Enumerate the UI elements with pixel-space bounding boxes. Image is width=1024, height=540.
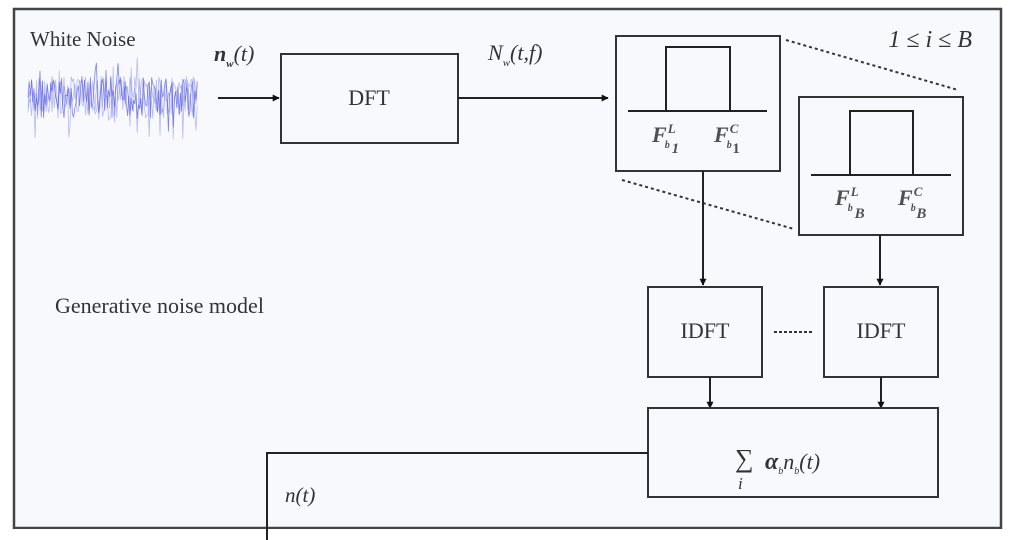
sum-sigma: ∑	[735, 444, 754, 473]
filter-last-low-base: F	[834, 185, 850, 210]
filter-block-first	[615, 35, 781, 172]
filter-passband-first	[665, 46, 731, 110]
filter-last-center-sup: C	[914, 184, 923, 199]
signal-nw-sub: w	[226, 58, 234, 70]
filter-last-center-idx: B	[915, 206, 926, 222]
filter-block-last	[798, 96, 964, 236]
sum-alpha-sub: b	[778, 466, 783, 477]
signal-nw-base: n	[214, 41, 226, 66]
signal-Nw-args: (t,f)	[510, 40, 542, 65]
filter-last-low-idx: B	[854, 206, 865, 222]
sum-args: (t)	[799, 449, 820, 474]
model-title: Generative noise model	[55, 293, 264, 318]
filter-first-center-base: F	[713, 122, 729, 147]
waveform-trace	[27, 66, 198, 139]
signal-Nw-label: Nw(t,f)	[487, 40, 542, 69]
sum-n: n	[783, 449, 794, 474]
sum-n-sub: b	[794, 466, 799, 477]
filter-first-low-sub: b	[665, 140, 670, 151]
page-strip	[0, 529, 1024, 540]
filter-passband-last	[849, 110, 914, 175]
idft-block-last	[823, 286, 939, 378]
idft-block-first	[647, 286, 763, 378]
signal-Nw-base: N	[487, 40, 504, 65]
waveform-trace	[27, 62, 198, 132]
waveform-trace	[27, 57, 198, 140]
filter-first-center-sup: C	[730, 121, 739, 136]
filter-first-low-sup: L	[667, 121, 676, 136]
filter-first-low-cutoff: FbL 1	[651, 121, 679, 157]
filter-first-low-idx: 1	[672, 141, 680, 157]
signal-nw-args: (t)	[234, 41, 255, 66]
signal-Nw-sub: w	[503, 57, 511, 69]
output-signal-line	[266, 452, 648, 540]
sum-block	[647, 407, 939, 498]
output-signal-label: n(t)	[285, 483, 315, 507]
filter-last-center-sub: b	[911, 203, 916, 214]
filter-first-center-freq: FbC 1	[713, 121, 740, 157]
sum-alpha: α	[765, 449, 779, 475]
idft-last-label: IDFT	[857, 318, 906, 343]
dft-label: DFT	[348, 85, 390, 110]
filter-last-low-sup: L	[850, 184, 859, 199]
filter-last-low-sub: b	[848, 203, 853, 214]
idft-first-label: IDFT	[681, 318, 730, 343]
sum-expression: αbnb(t)	[765, 449, 820, 477]
waveform-icon	[27, 57, 198, 140]
filter-first-low-base: F	[651, 122, 667, 147]
sum-index: i	[738, 474, 743, 493]
band-range-label: 1 ≤ i ≤ B	[888, 27, 972, 53]
filter-last-center-base: F	[897, 185, 913, 210]
white-noise-label: White Noise	[30, 27, 136, 51]
filter-first-center-idx: 1	[732, 141, 740, 157]
dft-block	[280, 53, 459, 144]
filter-first-center-sub: b	[727, 140, 732, 151]
signal-nw-label: nw(t)	[214, 41, 254, 70]
